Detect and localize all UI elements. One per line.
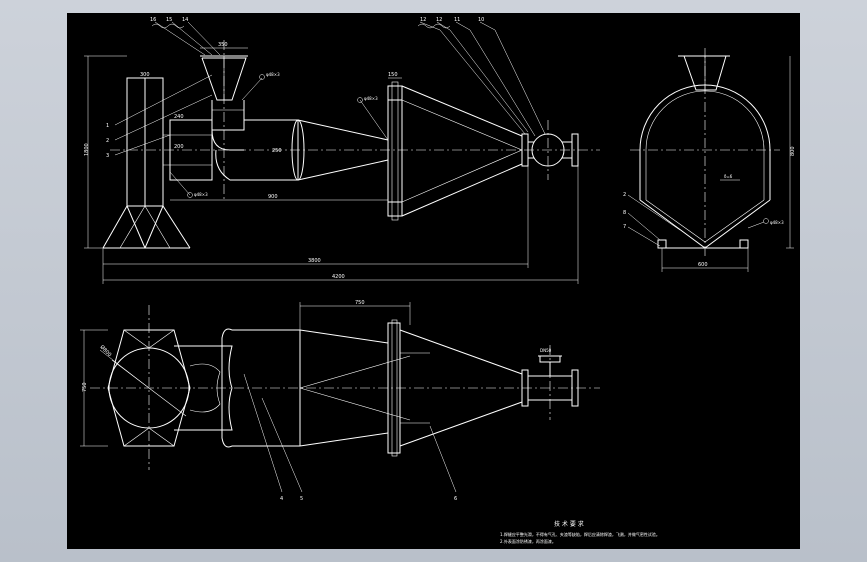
side-view: [627, 48, 794, 272]
callout-15: 15: [166, 17, 172, 23]
front-elevation-view: [84, 21, 600, 284]
technical-requirements: 技 术 要 求 1.焊缝应平整光滑，不得有气孔、夹渣等缺陷，焊后应清除焊渣，飞溅…: [500, 520, 660, 544]
dim-inlet-side: 200: [174, 144, 184, 150]
valve-label: DN50: [540, 348, 552, 353]
side-callout-8: 8: [623, 210, 626, 216]
side-callout-7: 7: [623, 224, 626, 230]
dim-plan-width: 750: [82, 382, 88, 392]
dim-flange: 150: [388, 72, 398, 78]
dim-inlet-label: 240: [174, 114, 184, 120]
front-elevation-text: 16 15 14 12 12 11 10 1 2 3 350 300 240 2…: [84, 17, 484, 280]
callout-10: 10: [478, 17, 484, 23]
dim-plan-length: 750: [355, 300, 365, 306]
dim-overall-2: 4200: [332, 274, 345, 280]
dim-side-base: 600: [698, 262, 708, 268]
notes-line-2: 2.外表面涂防锈漆，再涂面漆。: [500, 538, 556, 544]
callout-14: 14: [182, 17, 188, 23]
notes-heading: 技 术 要 求: [554, 520, 584, 528]
callout-3: 3: [106, 153, 109, 159]
side-arrow-label: φ48×3: [770, 220, 784, 225]
dim-left-height: 1800: [84, 143, 90, 156]
leader-side-pipe: φ48×3: [364, 96, 378, 101]
dim-overall-1: 3800: [308, 258, 321, 264]
side-note: δ=6: [724, 174, 733, 179]
dim-left-width: 300: [140, 72, 150, 78]
callout-1: 1: [106, 123, 109, 129]
dim-top-width: 350: [218, 42, 228, 48]
callout-16: 16: [150, 17, 156, 23]
leader-pipe-bottom: φ48×3: [194, 192, 208, 197]
plan-callout-4: 4: [280, 496, 283, 502]
dim-base-span: 900: [268, 194, 278, 200]
leader-pipe-top: φ48×3: [266, 72, 280, 77]
plan-callout-5: 5: [300, 496, 303, 502]
side-callout-2: 2: [623, 192, 626, 198]
plan-callout-6: 6: [454, 496, 457, 502]
notes-line-1: 1.焊缝应平整光滑，不得有气孔、夹渣等缺陷，焊后应清除焊渣，飞溅，并做气密性试验…: [500, 531, 660, 537]
side-view-text: 2 8 7 800 600 δ=6 φ48×3: [623, 146, 796, 268]
callout-2: 2: [106, 138, 109, 144]
drawing-area: [67, 13, 800, 549]
dim-body-height: 250: [272, 148, 282, 154]
plan-view: [80, 302, 600, 493]
callout-12a: 12: [420, 17, 426, 23]
callout-12b: 12: [436, 17, 442, 23]
callout-11: 11: [454, 17, 460, 23]
dim-side-height: 800: [790, 146, 796, 156]
